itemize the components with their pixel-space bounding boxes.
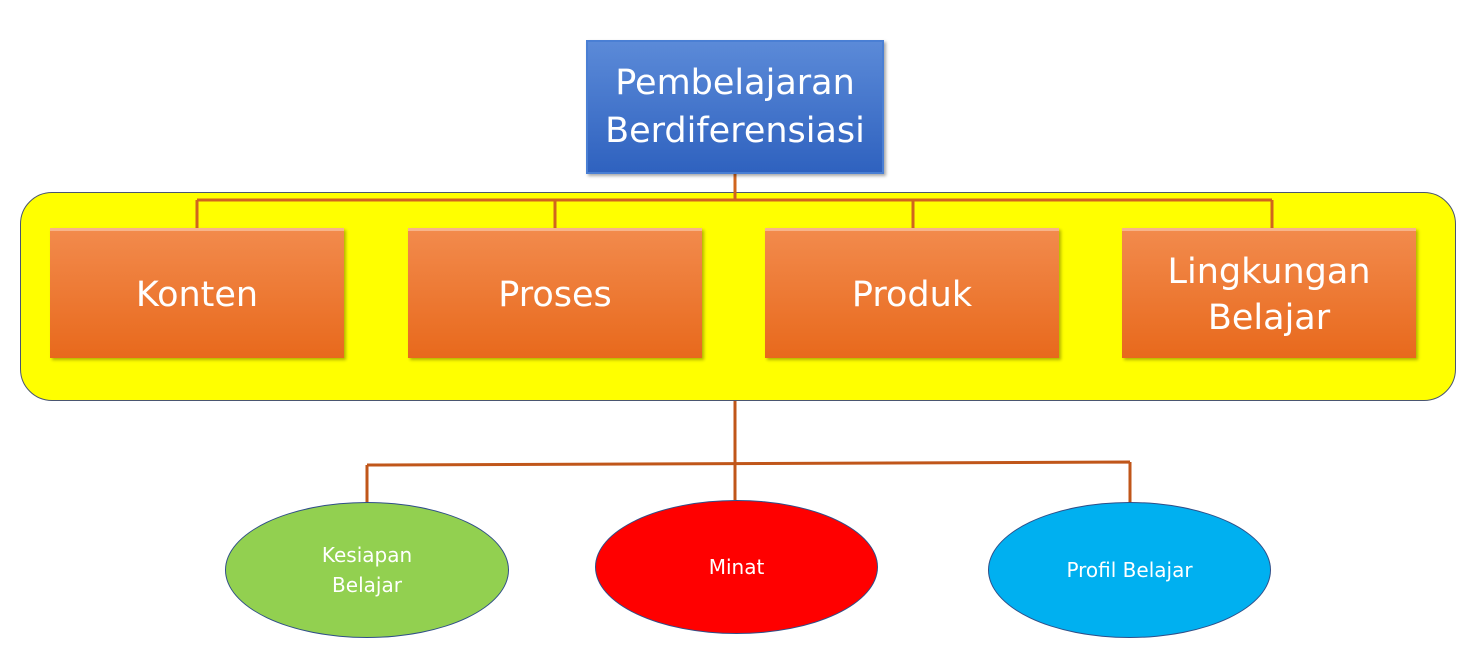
root-node: Pembelajaran Berdiferensiasi: [586, 40, 884, 174]
factor-kesiapan-belajar: Kesiapan Belajar: [225, 502, 509, 638]
factor-profil-belajar: Profil Belajar: [988, 502, 1271, 638]
connector-aspects-factors: [365, 401, 1132, 502]
aspect-proses: Proses: [408, 228, 702, 358]
aspect-produk: Produk: [765, 228, 1059, 358]
factor-minat: Minat: [595, 500, 878, 634]
aspect-konten: Konten: [50, 228, 344, 358]
aspect-lingkungan-belajar: Lingkungan Belajar: [1122, 228, 1416, 358]
connector-root-aspects: [195, 172, 1274, 228]
